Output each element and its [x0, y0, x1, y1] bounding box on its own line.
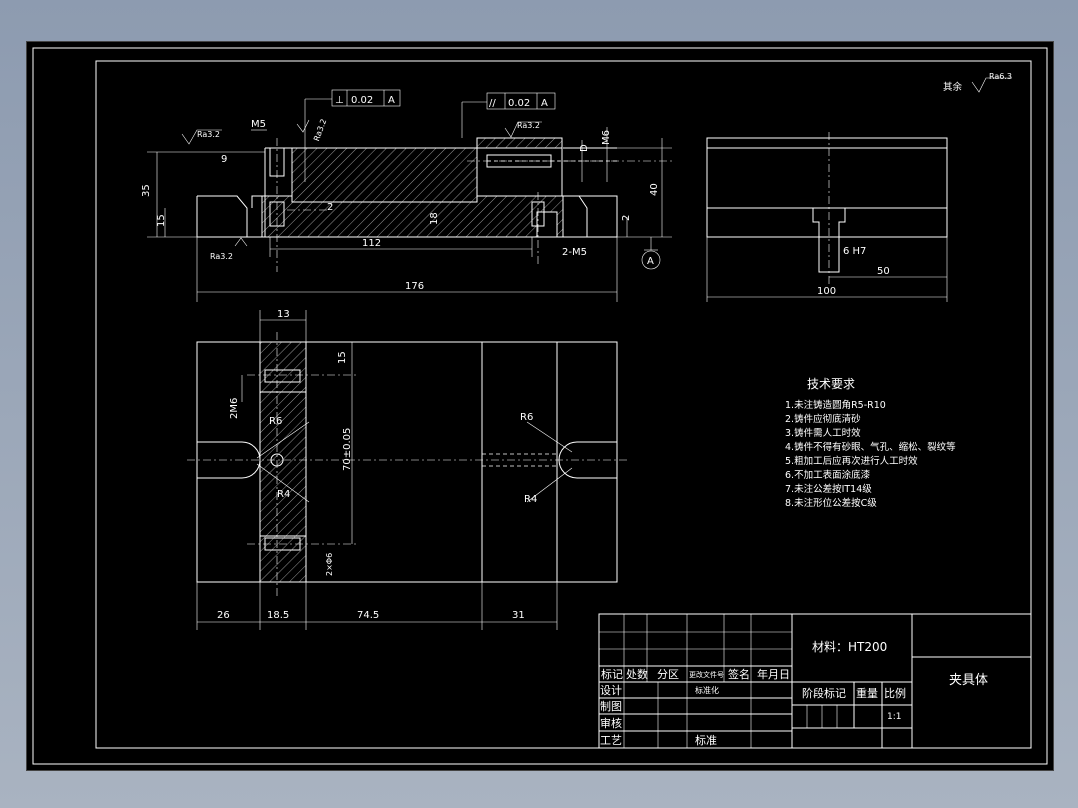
- tb-header-date: 年月日: [757, 667, 790, 681]
- front-view: ⊥ 0.02 A // 0.02 A Ra3.2 Ra3.2 Ra3.2 Ra3…: [141, 89, 672, 302]
- tech-item-1: 1.未注铸造圆角R5-R10: [785, 399, 886, 411]
- tb-approve: 标准: [695, 733, 717, 747]
- tb-scale-value: 1:1: [887, 712, 901, 722]
- drawing-sheet: 其余 Ra6.3: [26, 41, 1054, 771]
- tech-item-4: 4.铸件不得有砂眼、气孔、缩松、裂纹等: [785, 441, 956, 453]
- title-block: 标记 处数 分区 更改文件号 签名 年月日 设计 制图 审核 工艺 标准化 标准…: [598, 613, 1032, 749]
- dim-r4-left: R4: [277, 489, 290, 500]
- roughness-note: 其余 Ra6.3: [943, 72, 1012, 93]
- tech-item-2: 2.铸件应彻底清砂: [785, 413, 861, 425]
- dim-100: 100: [817, 286, 836, 297]
- outer-frame: [32, 47, 1048, 765]
- tech-requirements-title: 技术要求: [807, 377, 855, 391]
- dim-74-5: 74.5: [357, 610, 379, 621]
- roughness-left: Ra3.2: [197, 130, 220, 139]
- dim-m6: M6: [601, 130, 612, 145]
- dim-18: 18: [429, 212, 440, 225]
- tolerance-frame-perpendicularity: ⊥ 0.02 A: [304, 89, 401, 182]
- dim-15: 15: [156, 214, 167, 227]
- dim-18-5: 18.5: [267, 610, 289, 621]
- dim-70: 70±0.05: [342, 428, 353, 471]
- tb-material: 材料：HT200: [812, 640, 887, 654]
- tech-requirements: 技术要求 1.未注铸造圆角R5-R10 2.铸件应彻底清砂 3.铸件需人工时效 …: [785, 377, 956, 509]
- tb-row-draw: 制图: [600, 700, 622, 713]
- dim-31: 31: [512, 610, 525, 621]
- side-view: 6 H7 50 100: [706, 132, 948, 302]
- tolerance-2-symbol: //: [489, 98, 496, 109]
- dim-6h7: 6 H7: [843, 246, 866, 257]
- dim-13: 13: [277, 309, 290, 320]
- tb-header-sign: 签名: [728, 667, 750, 681]
- dim-r6-right: R6: [520, 412, 533, 423]
- tech-item-7: 7.未注公差按IT14级: [785, 483, 872, 495]
- tb-row-design: 设计: [600, 684, 622, 697]
- roughness-note-value: Ra6.3: [989, 72, 1012, 81]
- tolerance-1-datum: A: [388, 95, 395, 106]
- dim-2m6: 2M6: [229, 398, 240, 419]
- roughness-note-prefix: 其余: [943, 81, 963, 93]
- tech-item-3: 3.铸件需人工时效: [785, 427, 861, 439]
- roughness-mid: Ra3.2: [312, 118, 328, 143]
- tb-scale-label: 比例: [884, 686, 906, 700]
- tolerance-1-symbol: ⊥: [335, 95, 344, 106]
- tb-weight: 重量: [856, 686, 878, 700]
- tb-header-zone: 分区: [657, 668, 679, 681]
- front-view-section: [261, 137, 564, 238]
- tolerance-2-value: 0.02: [508, 98, 530, 109]
- dim-2-right: 2: [621, 215, 632, 221]
- tb-header-mark: 标记: [601, 667, 623, 681]
- tb-part-name: 夹具体: [949, 673, 988, 688]
- dim-26: 26: [217, 610, 230, 621]
- tb-row-review: 审核: [600, 716, 622, 730]
- dim-r6-left: R6: [269, 416, 282, 427]
- dim-15-top: 15: [337, 351, 348, 364]
- roughness-top: Ra3.2: [517, 121, 540, 130]
- inner-frame: [95, 60, 1032, 749]
- dim-40: 40: [649, 183, 660, 196]
- tb-row-process: 工艺: [600, 734, 622, 747]
- dim-2x6: 2×Φ6: [325, 553, 334, 576]
- tb-stage-mark: 阶段标记: [802, 686, 846, 700]
- tolerance-frame-parallelism: // 0.02 A: [461, 92, 556, 138]
- dim-2-left: 2: [327, 202, 333, 213]
- tb-header-change-doc: 更改文件号: [689, 670, 724, 679]
- dim-50: 50: [877, 266, 890, 277]
- datum-a-label: A: [647, 256, 654, 267]
- engineering-drawing: 其余 Ra6.3: [32, 47, 1048, 765]
- dim-d: D: [579, 144, 590, 152]
- tb-header-count: 处数: [626, 668, 648, 681]
- tech-item-5: 5.粗加工后应再次进行人工时效: [785, 455, 918, 467]
- dim-176: 176: [405, 281, 424, 292]
- tech-item-6: 6.不加工表面涂底漆: [785, 469, 871, 481]
- tech-item-8: 8.未注形位公差按C级: [785, 497, 877, 509]
- tolerance-1-value: 0.02: [351, 95, 373, 106]
- tolerance-2-datum: A: [541, 98, 548, 109]
- top-view: 13 15 2M6 R6 R4 R6 R4 70±0.05 2×Φ6 26 18…: [187, 309, 627, 630]
- dim-m5: M5: [251, 119, 266, 130]
- dim-35: 35: [141, 184, 152, 197]
- dim-9: 9: [221, 154, 227, 165]
- dim-r4-right: R4: [524, 494, 537, 505]
- dim-2m5: 2-M5: [562, 247, 587, 258]
- dim-112: 112: [362, 238, 381, 249]
- roughness-bottom: Ra3.2: [210, 252, 233, 261]
- tb-standardize: 标准化: [695, 685, 719, 695]
